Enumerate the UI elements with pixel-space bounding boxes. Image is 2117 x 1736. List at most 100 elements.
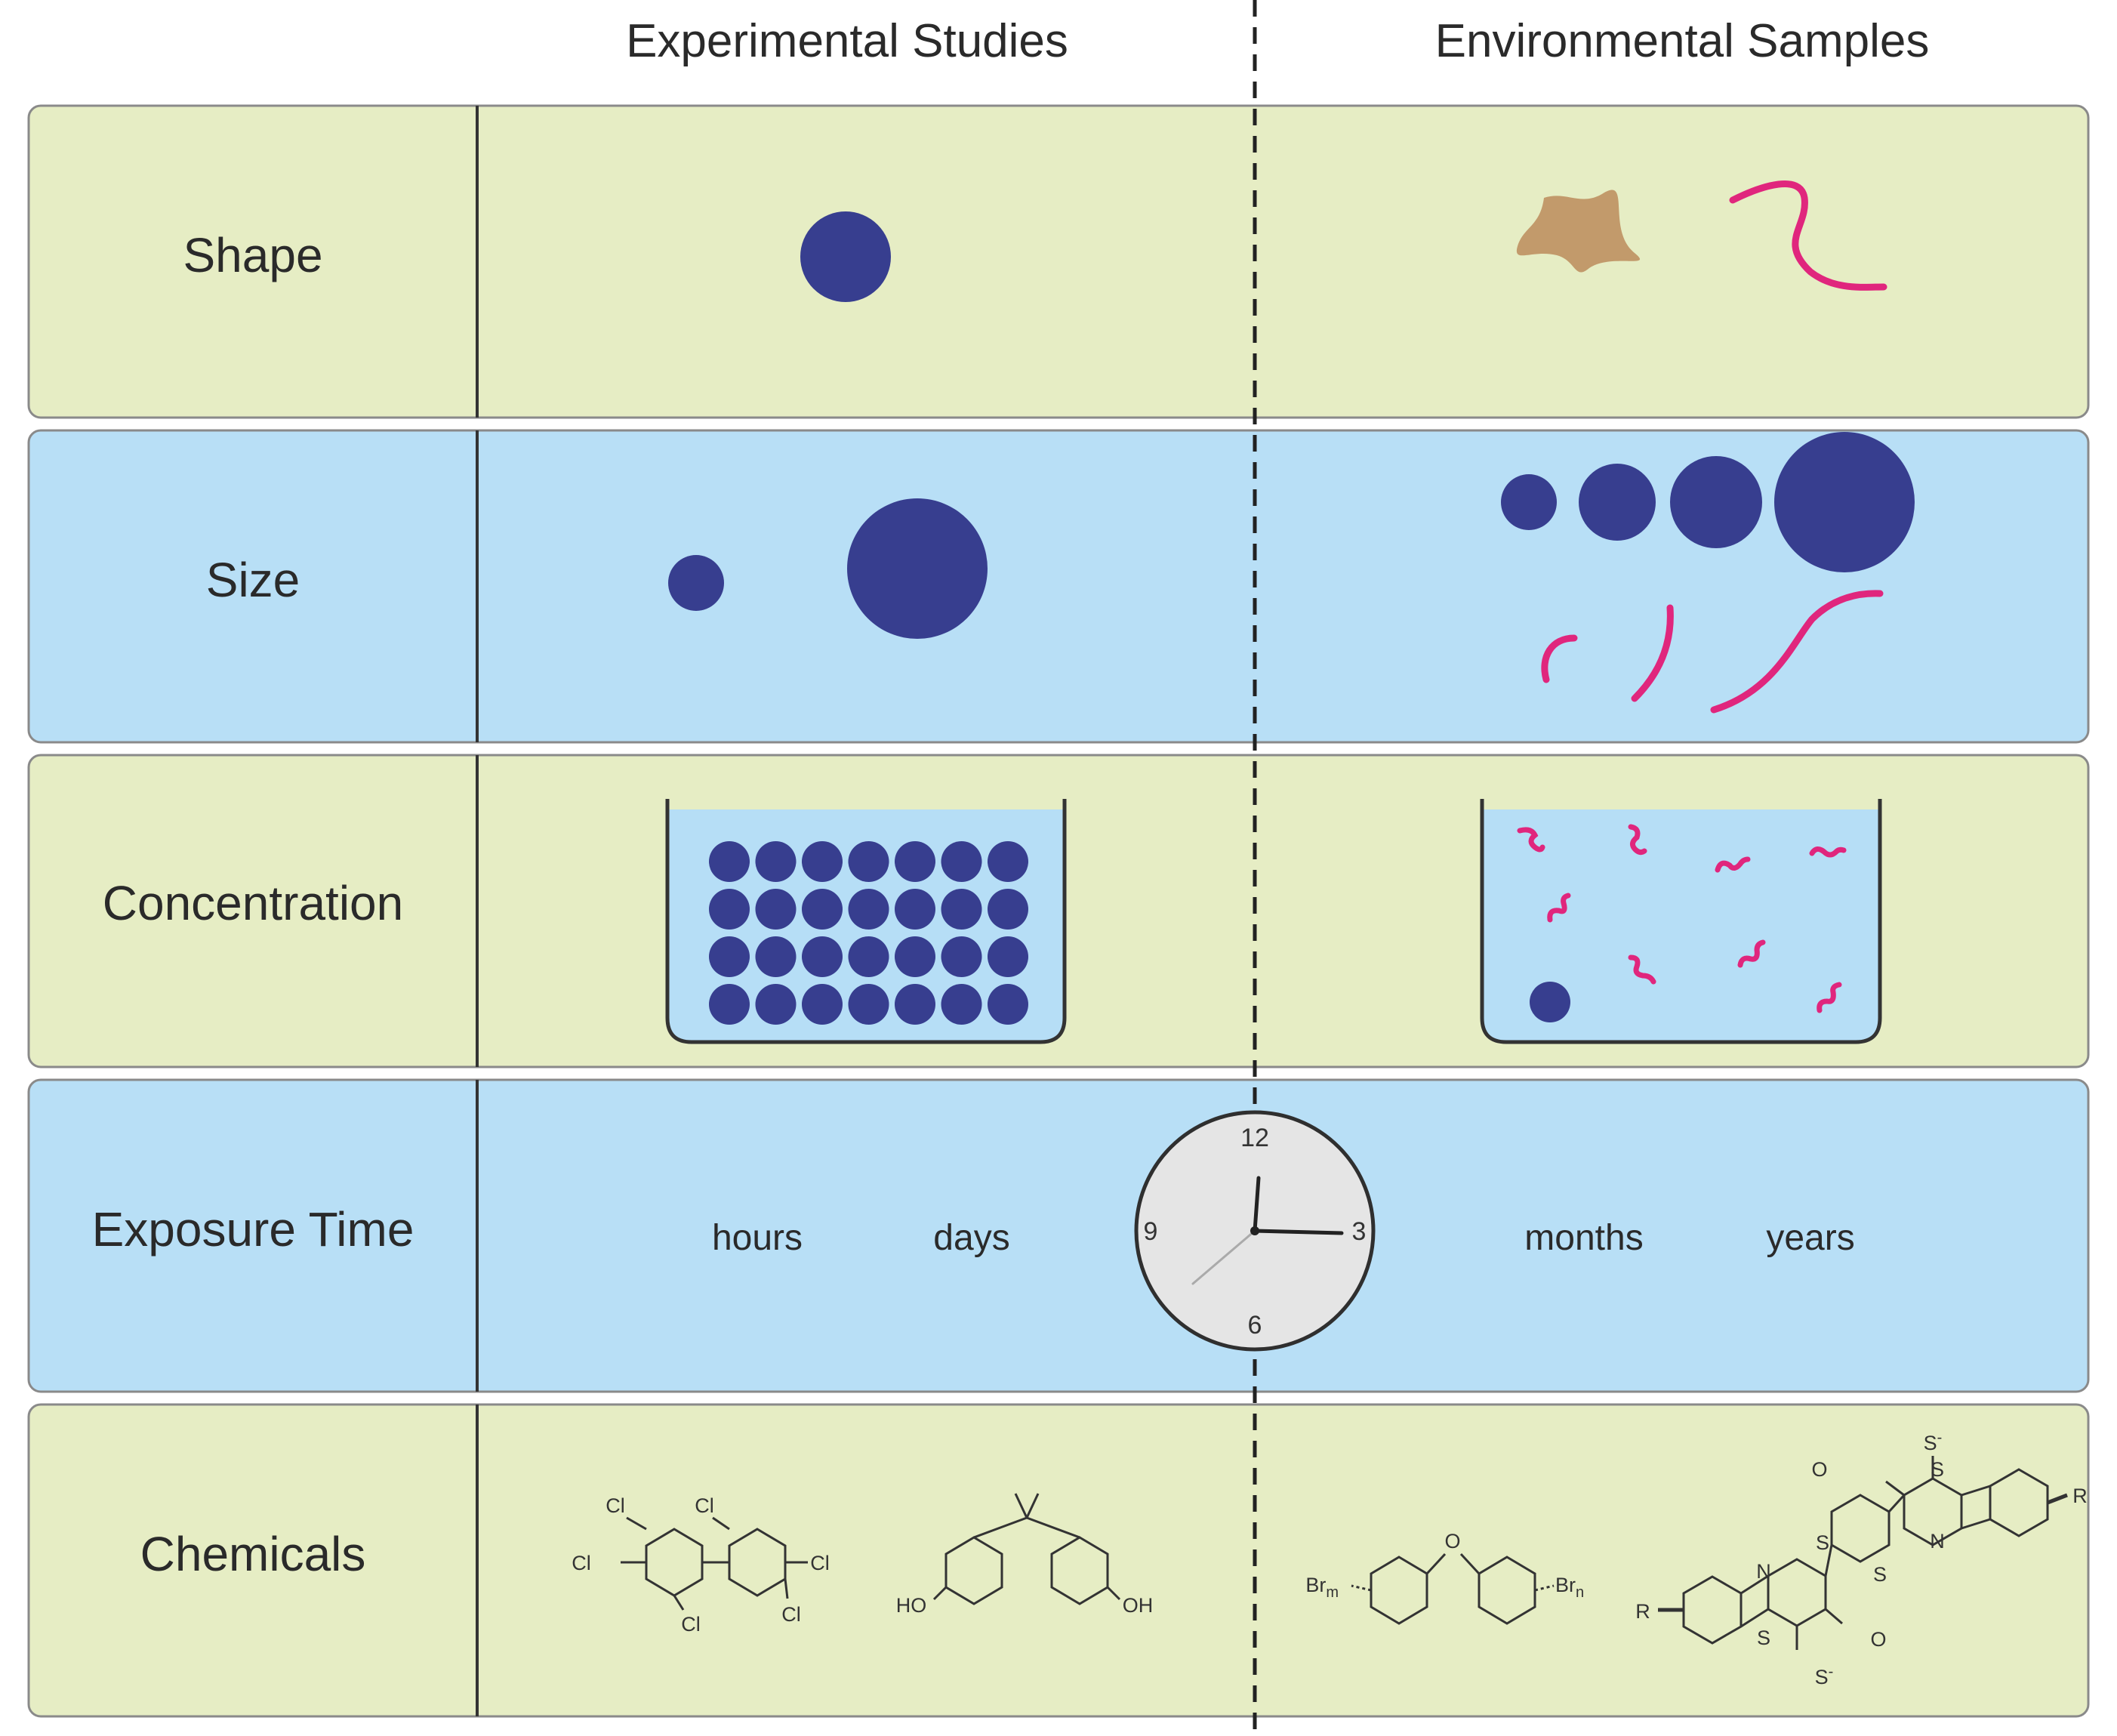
dye-s-minus-bottom-symbol: S (1815, 1666, 1829, 1688)
bpa-bond-right (1026, 1516, 1080, 1539)
time-label-hours: hours (712, 1218, 803, 1258)
beaker-environmental (1480, 799, 1882, 1044)
row-label-chemicals: Chemicals (140, 1527, 366, 1581)
dye-link-3 (1824, 1544, 1833, 1577)
beaker-env-fiber-1 (1517, 827, 1545, 853)
pcb-cl-label-4: Cl (695, 1494, 714, 1517)
dye-r-bond-right (2047, 1493, 2068, 1505)
beaker-particle (941, 936, 982, 977)
pcb-cl-label-3: Cl (681, 1613, 701, 1636)
beaker-env-fiber-3 (1715, 856, 1751, 873)
bpa-oh-bond-left (932, 1586, 948, 1601)
shape-sphere-particle (800, 211, 891, 302)
beaker-particle (709, 984, 750, 1025)
beaker-particle (895, 984, 935, 1025)
row-shape-panel (27, 104, 2090, 419)
beaker-particle-grid (709, 841, 1028, 1025)
dye-o-top-bond (1885, 1480, 1905, 1497)
pcb-cl-label-6: Cl (781, 1603, 801, 1626)
bpa-ring-left (944, 1536, 1003, 1605)
dye-s-minus-bottom-charge: - (1829, 1664, 1834, 1680)
size-small-sphere (668, 555, 724, 611)
row-label-shape: Shape (183, 228, 322, 282)
beaker-particle (895, 841, 935, 882)
beaker-environmental-outline (1480, 799, 1882, 1044)
beaker-particle (755, 936, 797, 977)
beaker-particle (802, 984, 843, 1025)
row-label-concentration: Concentration (103, 876, 403, 930)
beaker-experimental-outline (665, 799, 1067, 1044)
beaker-particle (988, 936, 1028, 977)
beaker-particle (802, 936, 843, 977)
dye-s-ring-label-4: S (1757, 1627, 1770, 1649)
dye-s-ring-label-1: S (1931, 1458, 1944, 1481)
beaker-particle (709, 889, 750, 930)
clock-number-12: 12 (1240, 1124, 1269, 1152)
size-env-sphere-3 (1670, 456, 1762, 548)
dye-s-minus-top-symbol: S (1924, 1432, 1937, 1454)
size-env-sphere-4 (1774, 432, 1915, 572)
pbde-o-label: O (1444, 1530, 1460, 1553)
pcb-cl-bond-1 (626, 1516, 647, 1531)
pbde-br-left-symbol: Br (1305, 1574, 1326, 1596)
pbde-bond-right (1459, 1553, 1481, 1575)
beaker-env-fiber-2 (1628, 824, 1647, 856)
shape-fiber (1729, 180, 1887, 291)
clock-icon: 12 3 6 9 (1134, 1110, 1376, 1352)
bpa-methyl-1 (1014, 1493, 1028, 1519)
bpa-oh-right-label: OH (1123, 1594, 1154, 1617)
row-chemicals: Chemicals (27, 1403, 2090, 1718)
pcb-ring-right (728, 1528, 787, 1597)
dye-s-minus-bottom-label: S- (1815, 1664, 1834, 1688)
beaker-env-sphere (1530, 982, 1570, 1022)
chemical-pbde-structure: O Brm Brn (1305, 1530, 1584, 1625)
beaker-particle (941, 984, 982, 1025)
beaker-env-fiber-8 (1817, 982, 1842, 1013)
pcb-cl-bond-3 (673, 1595, 685, 1611)
dye-r-left-label: R (1635, 1600, 1650, 1623)
beaker-particle (802, 889, 843, 930)
beaker-particle (755, 841, 797, 882)
clock-hour-hand (1253, 1176, 1261, 1233)
pbde-br-left-subscript: m (1326, 1584, 1339, 1601)
bpa-oh-left-label: HO (896, 1594, 927, 1617)
beaker-env-fiber-5 (1547, 893, 1571, 923)
row-size: Size (27, 429, 2090, 744)
beaker-particle (848, 984, 889, 1025)
pcb-cl-label-1: Cl (606, 1494, 625, 1517)
time-label-months: months (1524, 1218, 1643, 1258)
beaker-env-fiber-6 (1628, 954, 1656, 985)
row-chemicals-panel (27, 1403, 2090, 1718)
pcb-cl-bond-4 (712, 1516, 730, 1531)
dye-n-ring-label-2: N (1756, 1560, 1771, 1583)
dye-r-right-label: R (2072, 1485, 2088, 1507)
dye-s-ring-label-2: S (1816, 1531, 1829, 1554)
dye-s-ring-label-3: S (1873, 1563, 1887, 1586)
row-size-panel (27, 429, 2090, 744)
size-large-sphere (847, 498, 988, 639)
dye-o-top-label: O (1811, 1458, 1827, 1481)
row-shape: Shape (27, 104, 2090, 419)
chemical-pcb-structure: Cl Cl Cl Cl Cl Cl (572, 1494, 830, 1636)
beaker-particle (988, 984, 1028, 1025)
beaker-particle (709, 841, 750, 882)
beaker-particle (848, 936, 889, 977)
row-exposure-time: Exposure Time (27, 1078, 2090, 1393)
clock-number-9: 9 (1144, 1217, 1158, 1246)
beaker-particle (941, 889, 982, 930)
pbde-br-right-symbol: Br (1555, 1574, 1576, 1596)
dye-link-6 (1961, 1518, 1991, 1530)
dye-link-1 (1740, 1574, 1769, 1595)
bpa-oh-bond-right (1106, 1586, 1121, 1601)
time-label-years: years (1766, 1218, 1854, 1258)
clock-number-6: 6 (1248, 1311, 1262, 1340)
pcb-cl-bond-6 (784, 1578, 789, 1599)
clock-second-hand (1191, 1229, 1256, 1285)
bpa-bond-left (973, 1516, 1028, 1539)
size-env-fiber-1 (1541, 634, 1578, 683)
pcb-cl-label-5: Cl (810, 1552, 830, 1574)
beaker-particle (988, 841, 1028, 882)
bpa-methyl-2 (1025, 1493, 1040, 1519)
shape-fragment-particle (1516, 190, 1641, 273)
row-label-size: Size (206, 553, 300, 607)
